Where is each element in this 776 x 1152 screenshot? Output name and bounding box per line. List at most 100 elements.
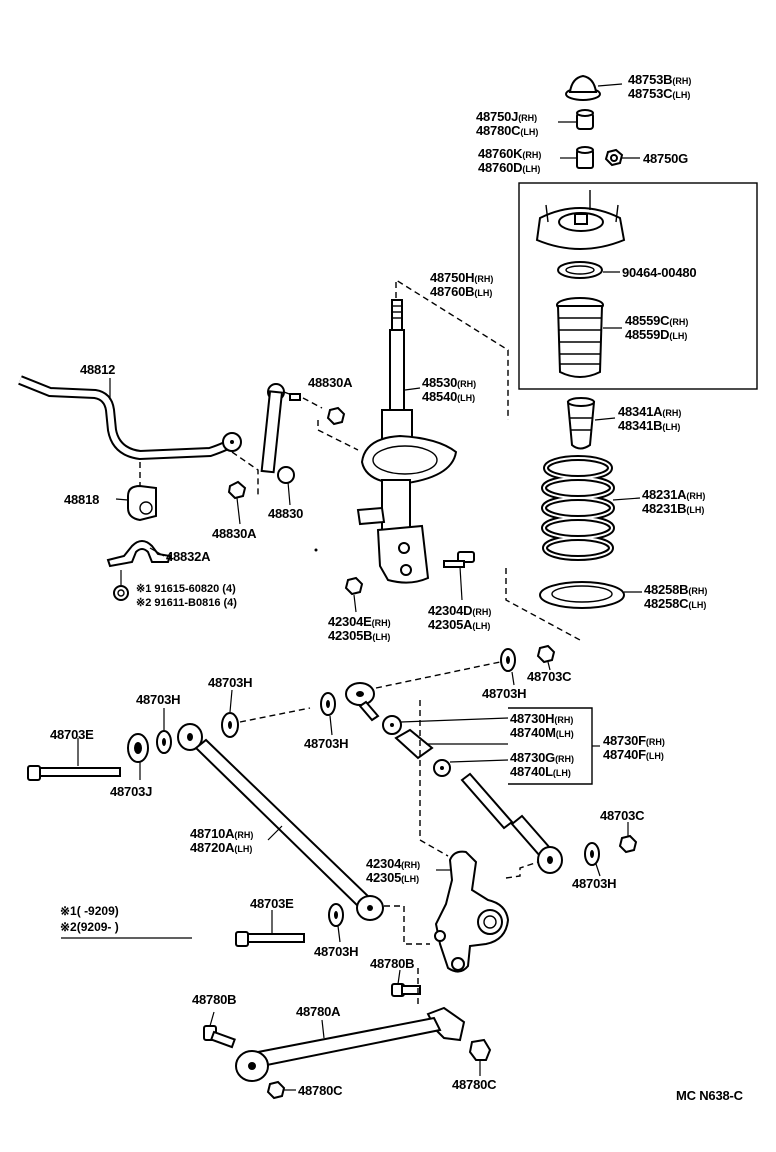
- part-48780b-bolt-left: [203, 1011, 236, 1049]
- label-48258b: 48258B(RH): [644, 582, 708, 597]
- label-48710a: 48710A(RH): [190, 826, 254, 841]
- label-48780c-top: 48780C(LH): [476, 123, 539, 138]
- label-48730h: 48730H(RH): [510, 711, 574, 726]
- label-bolt-2: ※2 91611-B0816 (4): [136, 597, 237, 609]
- legend-line-1: ※1( -9209): [60, 904, 119, 918]
- label-48830: 48830: [268, 506, 304, 521]
- label-48559c: 48559C(RH): [625, 313, 689, 328]
- part-48730f-sleeve: [394, 728, 508, 760]
- label-48703h-c: 48703H: [136, 692, 181, 707]
- label-42304e: 42304E(RH): [328, 614, 391, 629]
- link-dashed-leader: [231, 451, 259, 498]
- label-48780c-bottom-right: 48780C: [452, 1077, 497, 1092]
- part-48812-stabilizer-bar: [18, 375, 242, 461]
- label-48341b: 48341B(LH): [618, 418, 681, 433]
- label-48750j: 48750J(RH): [476, 109, 538, 124]
- label-48832a: 48832A: [166, 549, 211, 564]
- part-42304-knuckle: [434, 850, 510, 973]
- label-48780b-top: 48780B: [370, 956, 415, 971]
- part-48703c-nut-mid: [618, 822, 638, 854]
- part-48703h-washer-f: [328, 903, 344, 943]
- footer-diagram-code: MC N638-C: [676, 1088, 743, 1103]
- label-48559d: 48559D(LH): [625, 327, 688, 342]
- part-48730h-bushing-rod: [345, 682, 380, 722]
- part-48703j-bushing: [127, 733, 149, 780]
- trailing-dashed-leader: [384, 905, 430, 945]
- label-42305: 42305(LH): [366, 870, 420, 885]
- link-top-dashed-leader: [375, 661, 501, 689]
- label-48740f: 48740F(LH): [603, 747, 664, 762]
- part-48830a-nut-bottom: [227, 480, 247, 525]
- part-48530-strut: [356, 299, 458, 584]
- label-48753c: 48753C(LH): [628, 86, 691, 101]
- label-48750g: 48750G: [643, 151, 689, 166]
- knuckle-rod-dashed-leader: [505, 861, 539, 879]
- label-48830a-bottom: 48830A: [212, 526, 257, 541]
- part-48703e-bolt-bottom: [235, 910, 305, 947]
- part-48703h-washer-a: [500, 648, 516, 686]
- label-48750h: 48750H(RH): [430, 270, 494, 285]
- part-48780c-nut-right: [468, 1038, 492, 1076]
- label-48780b-left: 48780B: [192, 992, 237, 1007]
- part-48750g-nut: [604, 148, 640, 167]
- label-48720a: 48720A(LH): [190, 840, 253, 855]
- part-strut-mount: [535, 190, 626, 250]
- part-90464-bearing: [557, 261, 620, 279]
- label-48703e-top: 48703E: [50, 727, 94, 742]
- part-48559-boot: [556, 297, 622, 378]
- part-48703c-nut-top: [536, 644, 556, 671]
- speck-mark: [314, 548, 318, 552]
- link-upper-dashed-leader: [302, 397, 359, 451]
- label-48830a-top: 48830A: [308, 375, 353, 390]
- spring-dashed-leader: [505, 568, 581, 641]
- label-48740m: 48740M(LH): [510, 725, 574, 740]
- part-48753-cap: [565, 74, 623, 101]
- knuckle-dashed-leader: [419, 700, 449, 857]
- part-lateral-rod: [460, 772, 563, 874]
- part-48818-bushing: [115, 484, 157, 522]
- label-48231b: 48231B(LH): [642, 501, 705, 516]
- label-48703h-e: 48703H: [572, 876, 617, 891]
- label-48703j: 48703J: [110, 784, 153, 799]
- part-48231-coil-spring: [541, 455, 641, 561]
- label-48540: 48540(LH): [422, 389, 476, 404]
- label-48730f: 48730F(RH): [603, 733, 665, 748]
- label-48703e-bottom: 48703E: [250, 896, 294, 911]
- label-90464-00480: 90464-00480: [622, 265, 697, 280]
- washer-dashed-leader: [239, 707, 311, 723]
- part-48703h-washer-d: [584, 842, 601, 877]
- label-48703h-b: 48703H: [482, 686, 527, 701]
- label-42305a: 42305A(LH): [428, 617, 491, 632]
- part-48703e-bolt-top: [27, 738, 121, 781]
- label-48780a: 48780A: [296, 1004, 341, 1019]
- label-48258c: 48258C(LH): [644, 596, 707, 611]
- part-48780a-arm: [235, 1006, 466, 1082]
- part-48341-bumper: [566, 397, 616, 450]
- legend-line-2: ※2(9209- ): [60, 920, 119, 934]
- part-48832a-bracket: [106, 540, 172, 568]
- label-48341a: 48341A(RH): [618, 404, 682, 419]
- label-bolt-1: ※1 91615-60820 (4): [136, 583, 236, 595]
- part-48740m-bushing: [382, 715, 509, 735]
- part-48760k-bushing: [560, 146, 594, 169]
- support-assembly-box: [518, 182, 758, 390]
- part-42304e-nut: [344, 576, 364, 613]
- label-48812: 48812: [80, 362, 116, 377]
- label-48753b: 48753B(RH): [628, 72, 692, 87]
- part-48780b-bolt-top: [391, 969, 421, 997]
- label-42304d: 42304D(RH): [428, 603, 492, 618]
- label-48818: 48818: [64, 492, 100, 507]
- label-48703c-mid: 48703C: [600, 808, 645, 823]
- part-48710a-link: [177, 723, 384, 921]
- label-48703h-a: 48703H: [208, 675, 253, 690]
- part-48750j-bushing: [558, 109, 594, 130]
- label-48703c-top: 48703C: [527, 669, 572, 684]
- label-48703h-f: 48703H: [314, 944, 359, 959]
- label-48740l: 48740L(LH): [510, 764, 571, 779]
- label-48231a: 48231A(RH): [642, 487, 706, 502]
- part-48780c-nut-left: [266, 1080, 296, 1100]
- label-48760d: 48760D(LH): [478, 160, 541, 175]
- label-48760b: 48760B(LH): [430, 284, 493, 299]
- strut-dashed-leader: [395, 278, 509, 420]
